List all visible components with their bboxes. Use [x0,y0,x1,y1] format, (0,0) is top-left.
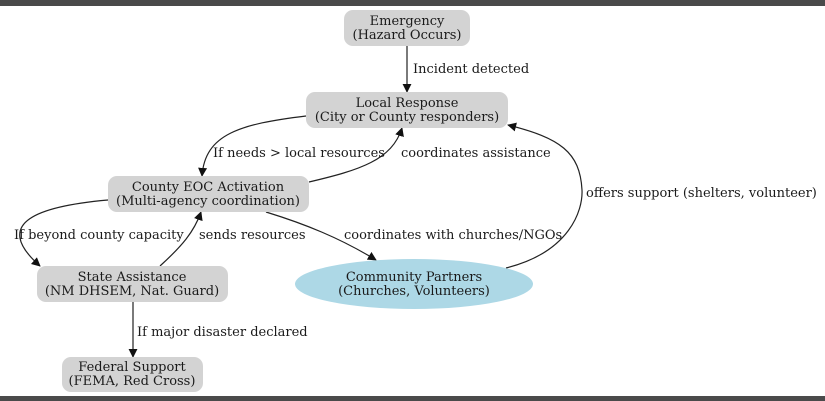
node-state-assistance-subtitle: (NM DHSEM, Nat. Guard) [45,284,219,299]
edge-label-offers-support: offers support (shelters, volunteer) [586,186,817,201]
edges-layer [19,46,583,358]
node-county-eoc-title: County EOC Activation [132,180,285,195]
edge-community-to-local [505,122,583,269]
node-local-response: Local Response (City or County responder… [306,92,508,128]
edge-label-if-needs: If needs > local resources [213,146,385,161]
node-state-assistance-title: State Assistance [78,270,187,285]
edge-county-to-community [265,211,377,261]
node-emergency-subtitle: (Hazard Occurs) [353,28,462,43]
edge-label-major-disaster: If major disaster declared [137,325,308,340]
edge-label-beyond-county: If beyond county capacity [14,228,184,243]
node-federal-support: Federal Support (FEMA, Red Cross) [62,357,203,392]
node-federal-support-subtitle: (FEMA, Red Cross) [69,374,196,389]
edge-county-to-state [19,199,109,267]
node-community-partners: Community Partners (Churches, Volunteers… [295,259,533,309]
node-emergency: Emergency (Hazard Occurs) [344,10,470,46]
edge-label-sends-resources: sends resources [199,228,306,243]
node-county-eoc-subtitle: (Multi-agency coordination) [116,194,300,209]
node-local-response-subtitle: (City or County responders) [315,110,499,125]
node-state-assistance: State Assistance (NM DHSEM, Nat. Guard) [37,266,228,302]
node-community-partners-shape [295,259,533,309]
node-federal-support-title: Federal Support [78,360,186,375]
node-local-response-shape [306,92,508,128]
node-federal-support-shape [62,357,203,392]
edge-county-to-local [308,127,404,183]
edge-local-to-county [198,115,307,177]
edge-state-to-county [159,211,203,267]
node-community-partners-subtitle: (Churches, Volunteers) [338,284,490,299]
node-local-response-title: Local Response [356,96,459,111]
node-emergency-shape [344,10,470,46]
node-community-partners-title: Community Partners [346,270,482,285]
node-county-eoc-shape [108,176,309,212]
edge-label-coordinates-churches: coordinates with churches/NGOs [344,228,562,243]
edge-label-coordinates-assistance: coordinates assistance [401,146,551,161]
node-state-assistance-shape [37,266,228,302]
node-county-eoc: County EOC Activation (Multi-agency coor… [108,176,309,212]
bottom-window-bar [0,396,825,401]
edge-labels-layer: Incident detected If needs > local resou… [14,62,817,340]
edge-label-incident-detected: Incident detected [413,62,529,77]
top-window-bar [0,0,825,6]
node-emergency-title: Emergency [370,14,445,29]
